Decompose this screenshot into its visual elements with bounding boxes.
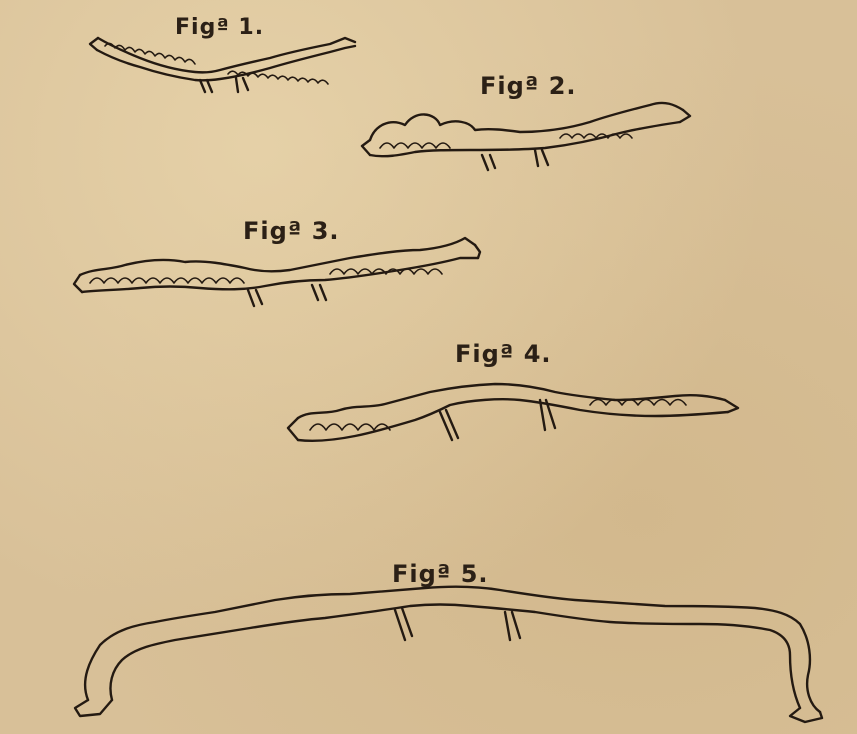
figure-2-drawing — [362, 103, 690, 170]
figure-1-drawing — [90, 38, 355, 92]
figure-4-drawing — [288, 384, 738, 441]
figure-5-drawing — [75, 587, 822, 722]
figure-3-drawing — [74, 238, 480, 306]
